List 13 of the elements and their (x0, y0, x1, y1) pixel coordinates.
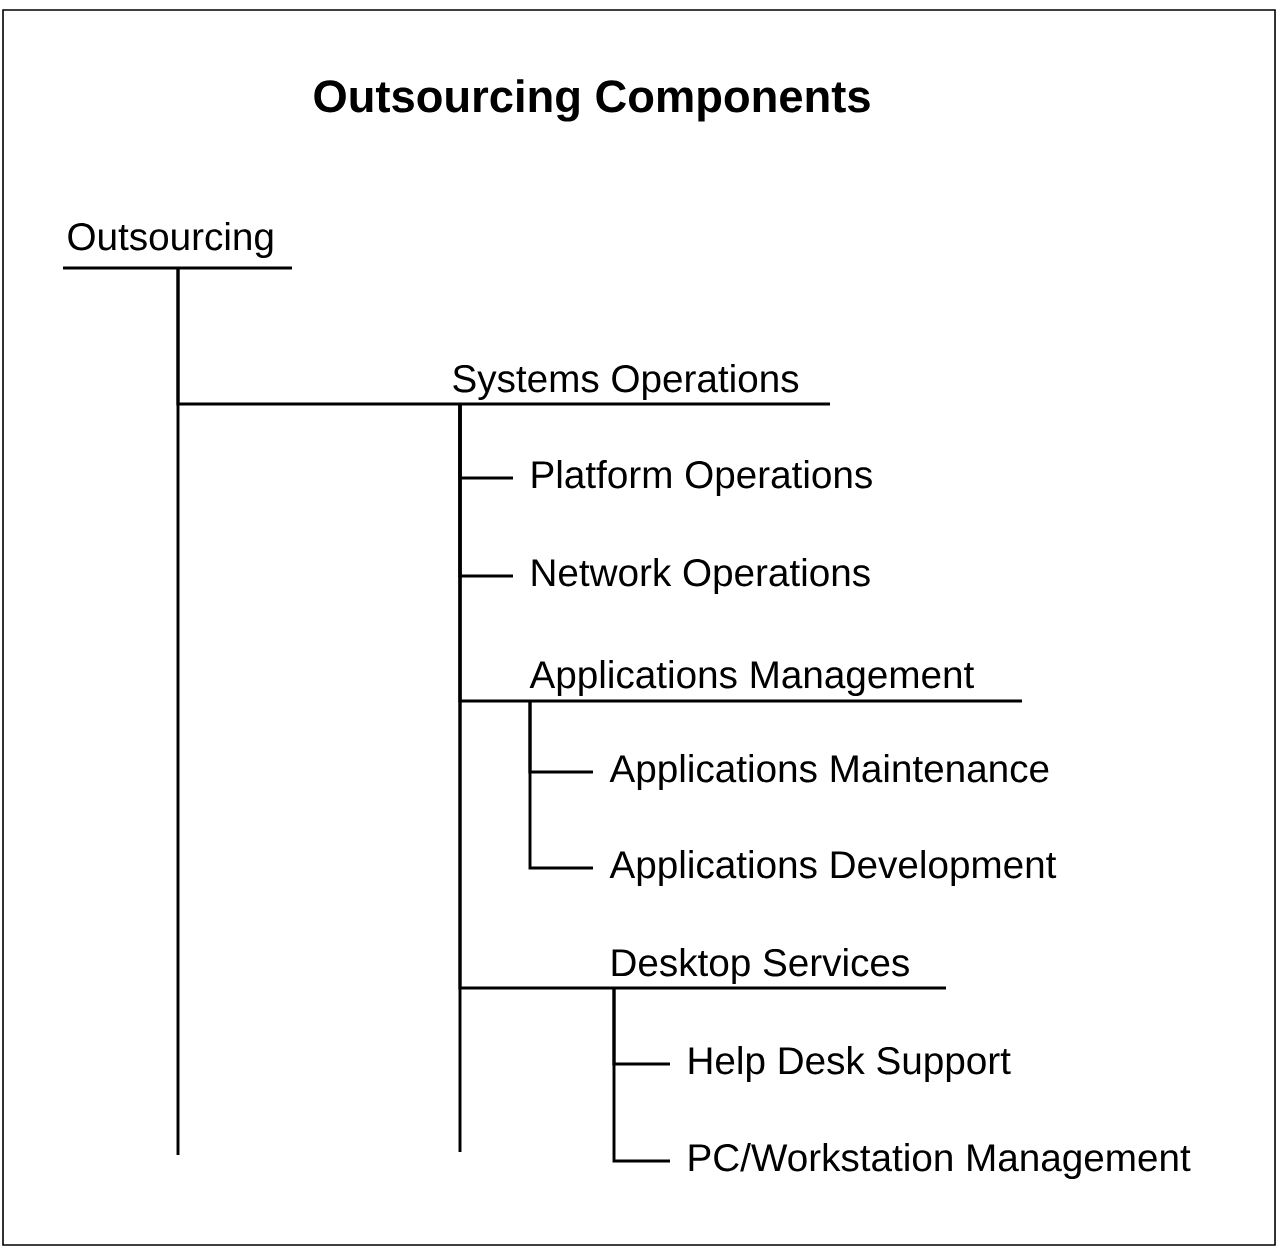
tree-connector (528, 701, 593, 870)
underlined-heading: Desktop Services (606, 948, 946, 990)
item-label: Help Desk Support (689, 1046, 1011, 1083)
item-label: Platform Operations (532, 460, 872, 497)
underlined-heading: Applications Management (526, 660, 1022, 703)
underlined-heading: Outsourcing (63, 222, 292, 270)
item-label: Network Operations (532, 558, 870, 595)
underlined-heading: Systems Operations (448, 364, 830, 406)
title: Outsourcing Components (314, 79, 870, 122)
item-label: PC/Workstation Management (689, 1143, 1191, 1180)
item-label: Applications Development (609, 850, 1057, 887)
item-label: Applications Maintenance (609, 754, 1049, 791)
tree-connector (612, 988, 670, 1163)
